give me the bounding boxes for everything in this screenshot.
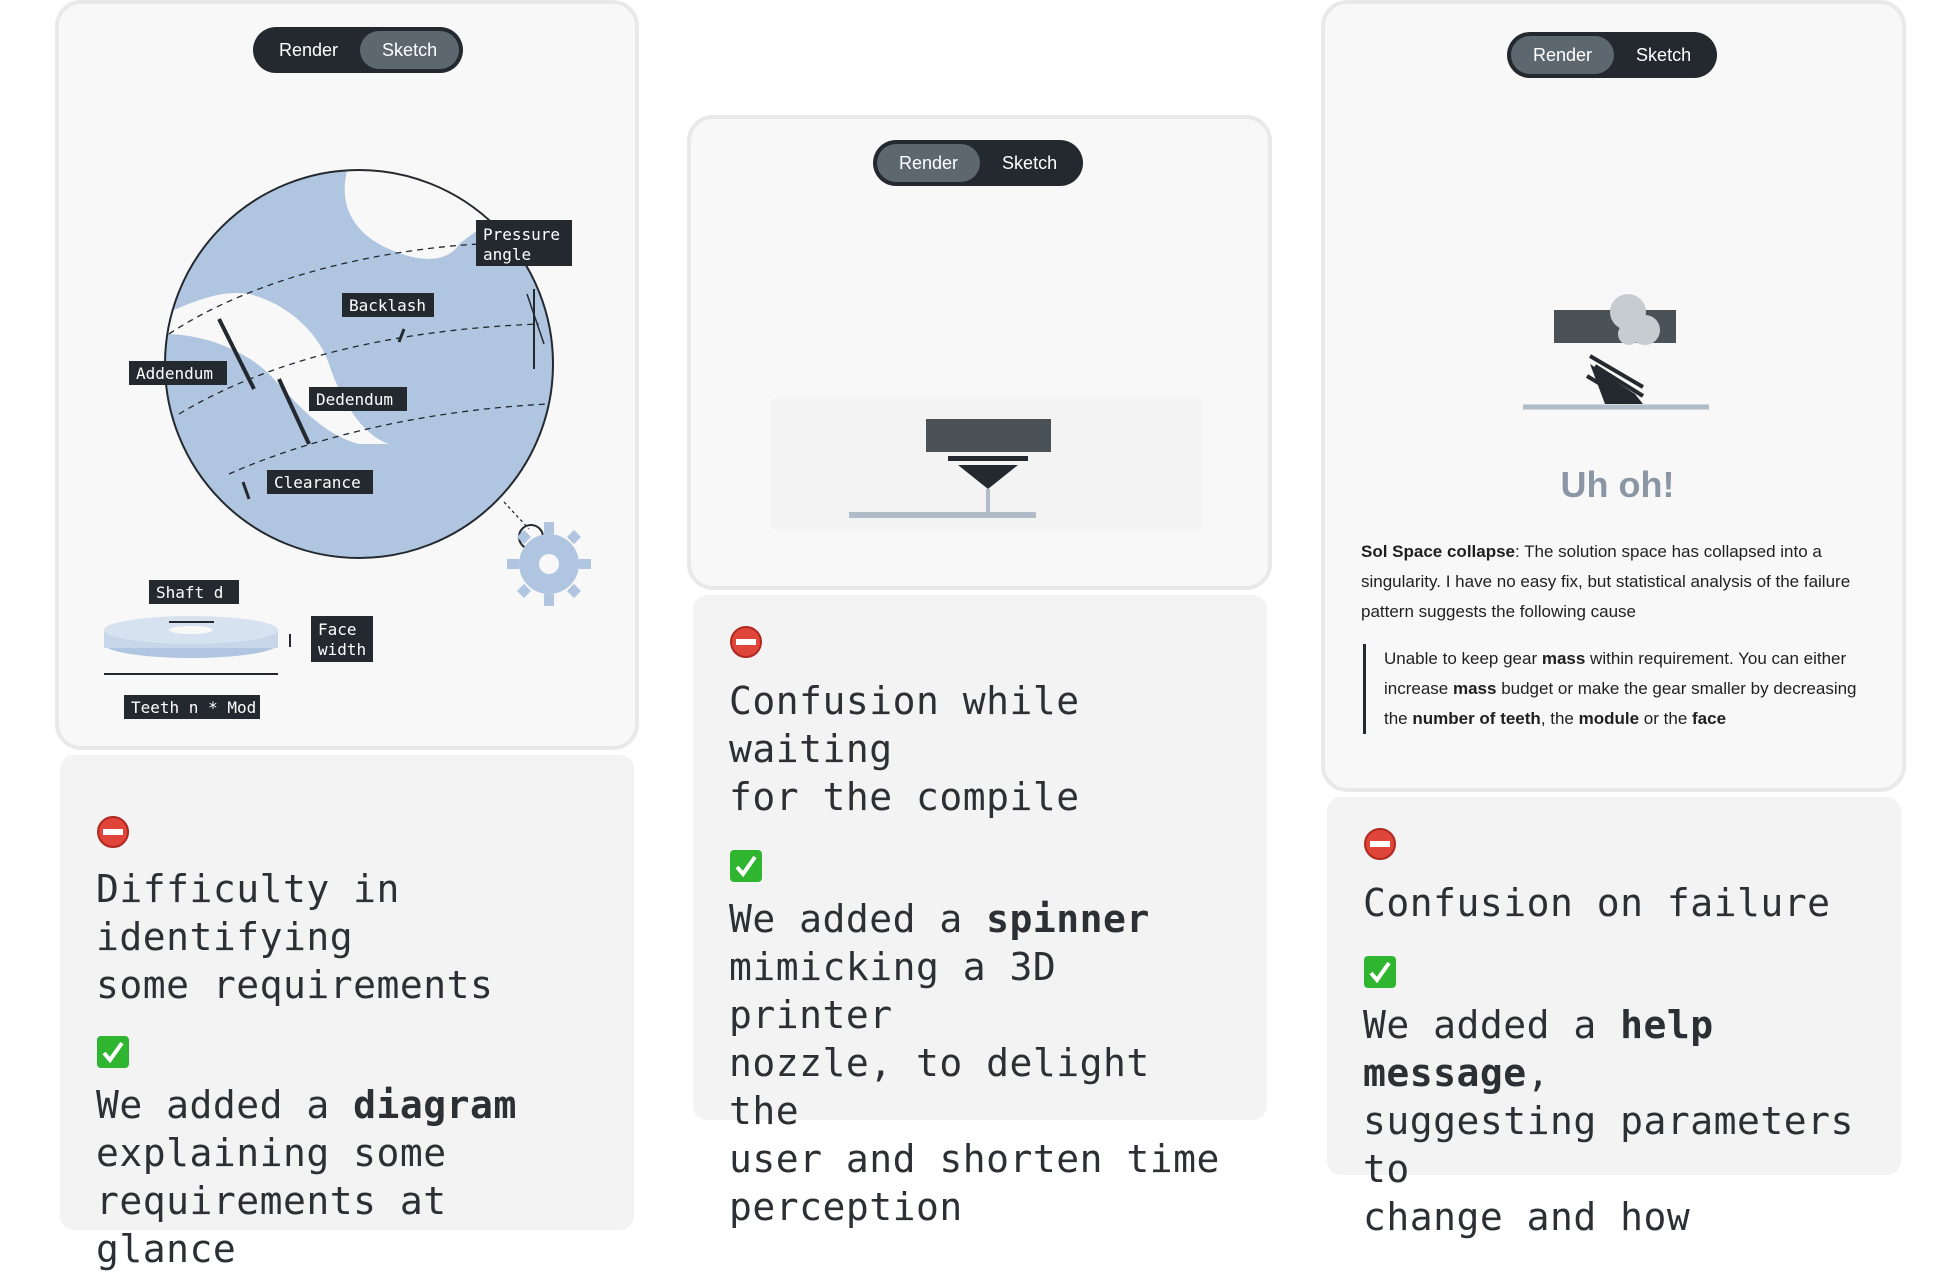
dedendum-label: Dedendum	[316, 390, 393, 409]
gear-requirements-diagram: Pressure angle Backlash Addendum Dedendu…	[104, 169, 591, 719]
render-sketch-toggle[interactable]: Render Sketch	[253, 27, 464, 73]
problem-text: Difficulty in identifying some requireme…	[96, 867, 494, 1007]
render-sketch-toggle[interactable]: Render Sketch	[1507, 32, 1718, 78]
broken-nozzle-icon	[1523, 294, 1709, 410]
gear-diagram-screenshot: Render Sketch	[55, 0, 639, 750]
spinner-screenshot: Render Sketch	[687, 115, 1272, 590]
sketch-tab[interactable]: Sketch	[1636, 44, 1692, 65]
pressure-angle-label-2: angle	[483, 245, 531, 264]
teeth-mod-label: Teeth n * Mod	[131, 698, 256, 717]
no-entry-icon	[729, 625, 1231, 659]
error-screenshot: Render Sketch Uh oh! Sol Space collapse:…	[1321, 0, 1906, 792]
solution-text: We added a diagram explaining some requi…	[96, 1083, 517, 1271]
error-message: Sol Space collapse: The solution space h…	[1361, 542, 1851, 621]
no-entry-icon	[1363, 827, 1865, 861]
render-tab[interactable]: Render	[279, 39, 339, 60]
face-width-label: Face	[318, 620, 357, 639]
render-sketch-toggle[interactable]: Render Sketch	[873, 140, 1084, 186]
solution-text: We added a spinner mimicking a 3D printe…	[729, 897, 1220, 1229]
error-note: Confusion on failure We added a help mes…	[1327, 797, 1901, 1239]
backlash-label: Backlash	[349, 296, 426, 315]
render-tab[interactable]: Render	[877, 144, 981, 182]
pressure-angle-label: Pressure	[483, 225, 560, 244]
shaft-d-label: Shaft d	[156, 583, 223, 602]
problem-text: Confusion while waiting for the compile	[729, 679, 1080, 819]
error-title: Uh oh!	[1560, 464, 1675, 505]
check-mark-icon	[96, 1035, 598, 1069]
face-width-label-2: width	[318, 640, 366, 659]
sketch-tab[interactable]: Sketch	[360, 31, 460, 69]
spinner-note: Confusion while waiting for the compile …	[693, 595, 1267, 1228]
problem-text: Confusion on failure	[1363, 881, 1831, 925]
error-suggestion-quote: Unable to keep gear mass within requirem…	[1363, 644, 1879, 734]
render-tab[interactable]: Render	[1511, 36, 1615, 74]
check-mark-icon	[1363, 955, 1865, 989]
clearance-label: Clearance	[274, 473, 361, 492]
3d-printer-nozzle-icon	[849, 419, 1051, 518]
gear-diagram-note: Difficulty in identifying some requireme…	[60, 755, 634, 1267]
addendum-label: Addendum	[136, 364, 213, 383]
check-mark-icon	[729, 849, 1231, 883]
solution-text: We added a help message, suggesting para…	[1363, 1003, 1854, 1239]
no-entry-icon	[96, 815, 598, 849]
sketch-tab[interactable]: Sketch	[1002, 152, 1058, 173]
